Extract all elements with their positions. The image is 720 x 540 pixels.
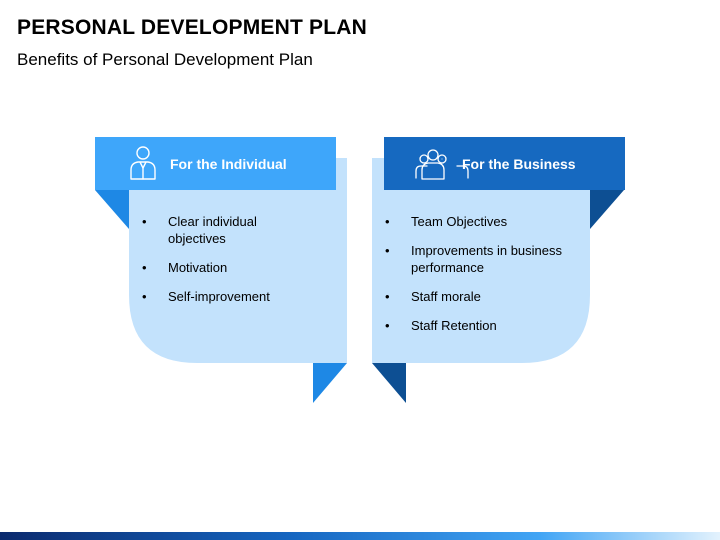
list-item: Team Objectives (385, 213, 585, 230)
person-icon (130, 146, 156, 180)
business-fold-bottom (372, 363, 406, 403)
bottom-accent-bar (0, 532, 720, 540)
individual-fold-top (95, 190, 129, 229)
list-item: Staff morale (385, 288, 585, 305)
individual-heading: For the Individual (170, 156, 287, 172)
slide-subtitle: Benefits of Personal Development Plan (17, 50, 313, 69)
list-item: Staff Retention (385, 317, 585, 334)
individual-list: Clear individual objectives Motivation S… (142, 213, 332, 317)
list-item: Improvements in business performance (385, 242, 585, 276)
business-list: Team Objectives Improvements in business… (385, 213, 585, 346)
list-item: Motivation (142, 259, 332, 276)
list-item: Clear individual objectives (142, 213, 332, 247)
business-fold-top (590, 190, 624, 229)
individual-fold-bottom (313, 363, 347, 403)
business-heading: For the Business (462, 156, 576, 172)
list-item: Self-improvement (142, 288, 332, 305)
team-icon (415, 149, 469, 180)
slide-title: PERSONAL DEVELOPMENT PLAN (17, 16, 367, 39)
